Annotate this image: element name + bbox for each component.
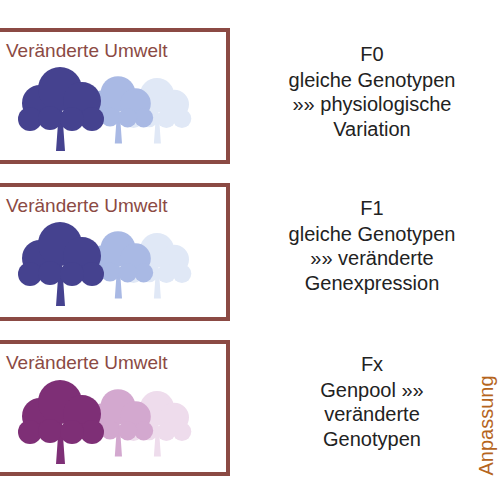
- tree: [18, 380, 104, 464]
- tree: [18, 222, 104, 306]
- generation-text: gleiche Genotypen »» veränderte Genexpre…: [277, 222, 467, 295]
- generation-text: Genpool »» veränderte Genotypen: [277, 378, 467, 451]
- generation-text: gleiche Genotypen »» physiologische Vari…: [277, 68, 467, 141]
- tree: [18, 67, 104, 151]
- environment-box: Veränderte Umwelt: [0, 340, 230, 476]
- environment-box: Veränderte Umwelt: [0, 183, 230, 321]
- trees-f1: [18, 222, 191, 306]
- box-title: Veränderte Umwelt: [0, 344, 226, 375]
- trees-fx: [18, 380, 191, 464]
- box-title: Veränderte Umwelt: [0, 32, 226, 63]
- generation-text: F1: [272, 196, 472, 220]
- axis-label: Anpassung: [474, 375, 497, 475]
- generation-text: Fx: [272, 352, 472, 376]
- box-title: Veränderte Umwelt: [0, 187, 226, 218]
- generation-text: F0: [272, 42, 472, 66]
- environment-box: Veränderte Umwelt: [0, 28, 230, 164]
- trees-f0: [18, 67, 191, 151]
